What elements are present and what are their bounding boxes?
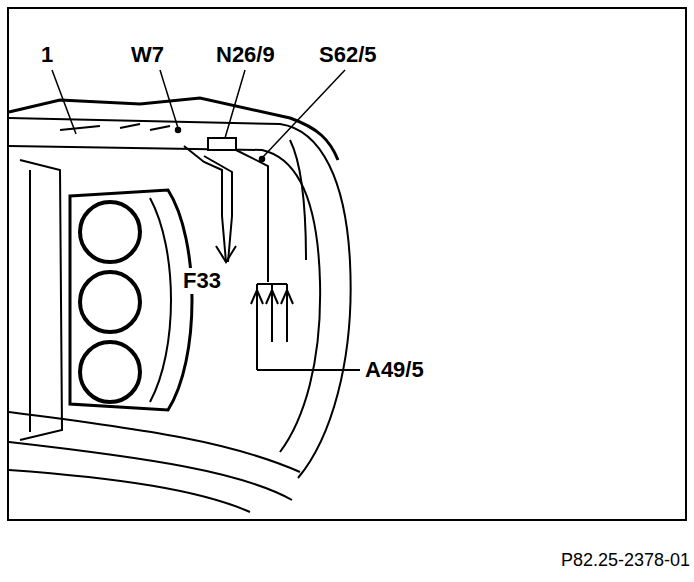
callout-label: F33 (182, 268, 222, 294)
control-module (208, 138, 236, 150)
callout-label: N26/9 (215, 42, 276, 68)
callout-label: W7 (130, 42, 165, 68)
callout-label: A49/5 (364, 357, 425, 383)
wiring-harness (184, 138, 360, 370)
callout-label: S62/5 (318, 42, 378, 68)
frame (8, 8, 686, 520)
callout-label: 1 (40, 42, 54, 68)
figure-code: P82.25-2378-01 (561, 549, 690, 571)
vehicle-outline (9, 98, 351, 512)
leader-lines (52, 70, 345, 162)
